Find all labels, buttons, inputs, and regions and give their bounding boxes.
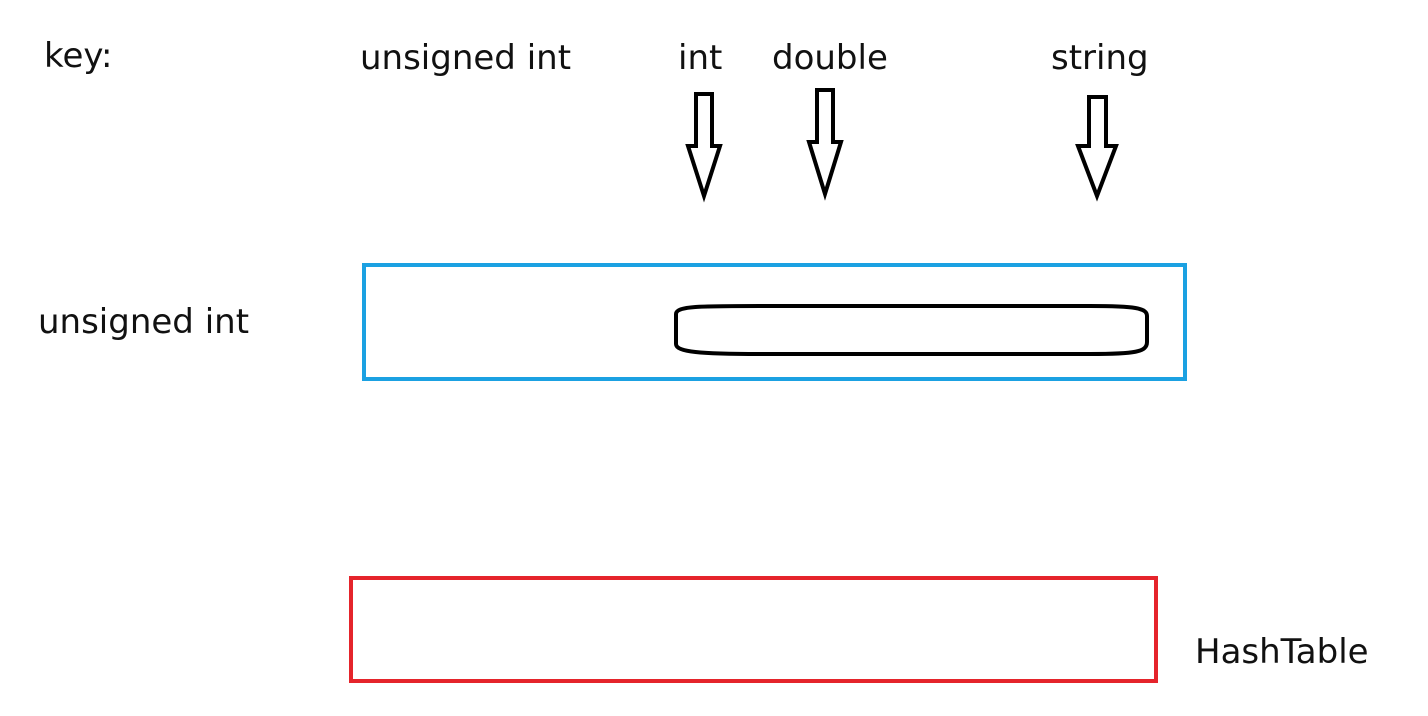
key-type-string-label: string [1051,38,1149,78]
row-unsigned-int-label: unsigned int [38,302,250,342]
key-type-unsigned-int-label: unsigned int [360,38,572,78]
key-label: key: [44,36,113,76]
hashtable-box [349,576,1158,683]
unsigned-int-container-box [362,263,1187,381]
down-arrow-double-icon [806,88,844,201]
down-arrow-string-icon [1075,95,1119,202]
value-tuple-capsule [674,304,1149,356]
key-type-int-label: int [678,38,723,78]
down-arrow-int-icon [685,92,723,203]
hashtable-label: HashTable [1195,632,1369,672]
key-type-double-label: double [772,38,888,78]
